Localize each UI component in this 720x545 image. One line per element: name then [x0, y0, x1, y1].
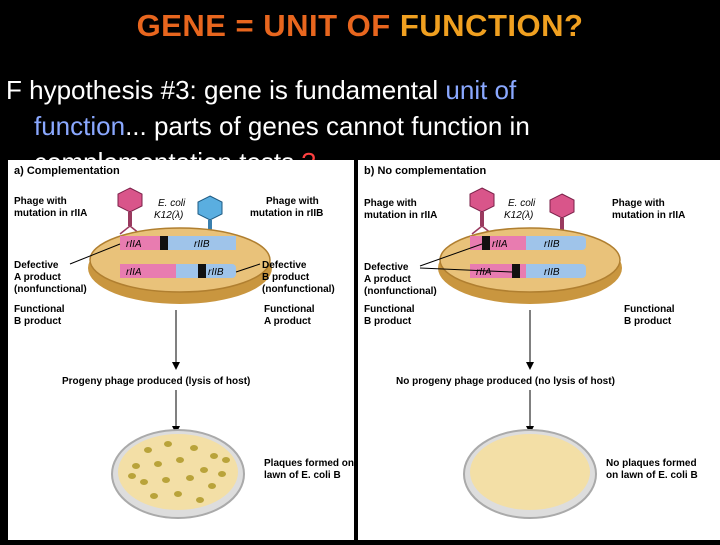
panel-a-result: Progeny phage produced (lysis of host): [62, 376, 250, 387]
plaques-label-1: Plaques formed on: [264, 458, 354, 469]
no-plaques-label-1: No plaques formed: [606, 458, 697, 469]
plaque: [144, 447, 152, 453]
functional-b-right-label-2: B product: [624, 316, 672, 327]
functional-a-label-1: Functional: [264, 304, 315, 315]
chromosome-rIIB-mutant: rIIA rIIB: [120, 264, 236, 278]
defective-b-label-3: (nonfunctional): [262, 284, 335, 295]
plaque: [162, 477, 170, 483]
bullet-line1-b: unit of: [445, 75, 517, 105]
gene-riia-label-2: rIIA: [476, 267, 492, 278]
gene-riib-label-1: rIIB: [544, 239, 560, 250]
arrow-down-icon: [526, 310, 534, 370]
petri-dish-empty: [463, 429, 597, 519]
gene-riia-label-1: rIIA: [126, 239, 142, 250]
defective-a-label-2: A product: [364, 274, 412, 285]
complementation-figure: a) Complementation Phage with mutation i…: [8, 160, 720, 540]
arrow-down-icon: [172, 310, 180, 370]
no-plaques-label-2: on lawn of E. coli B: [606, 470, 698, 481]
bullet-line2-a: function: [34, 111, 126, 141]
phage-right-label-2: mutation in rIIA: [612, 210, 685, 221]
plaque: [150, 493, 158, 499]
ecoli-label-1: E. coli: [508, 198, 536, 209]
phage-right-label-1: Phage with: [612, 198, 665, 209]
plaque: [154, 461, 162, 467]
arrow-down-icon: [526, 390, 534, 434]
plaque: [128, 473, 136, 479]
defective-a-label-1: Defective: [364, 262, 409, 273]
chromosome-rIIA-mutant: rIIA rIIB: [120, 236, 236, 250]
gene-riia-label-1: rIIA: [492, 239, 508, 250]
plaques-label-2: lawn of E. coli B: [264, 470, 341, 481]
functional-b-label-1: Functional: [364, 304, 415, 315]
panel-a-diagram: a) Complementation Phage with mutation i…: [14, 165, 354, 519]
phage-left-label-1: Phage with: [364, 198, 417, 209]
phage-left-label-1: Phage with: [14, 196, 67, 207]
arrow-down-icon: [172, 390, 180, 434]
defective-b-label-1: Defective: [262, 260, 307, 271]
plaque: [222, 457, 230, 463]
functional-b-label-2: B product: [364, 316, 412, 327]
gene-riib-label-2: rIIB: [208, 267, 224, 278]
petri-dish-with-plaques: [111, 429, 245, 519]
defective-a-label-2: A product: [14, 272, 62, 283]
plaque: [132, 463, 140, 469]
plaque: [200, 467, 208, 473]
panel-complementation: a) Complementation Phage with mutation i…: [8, 160, 354, 540]
plaque: [210, 453, 218, 459]
gene-riib-label-1: rIIB: [194, 239, 210, 250]
defective-a-label-3: (nonfunctional): [14, 284, 87, 295]
defective-a-label-1: Defective: [14, 260, 59, 271]
phage-left-label-2: mutation in rIIA: [364, 210, 437, 221]
plaque: [190, 445, 198, 451]
plaque: [140, 479, 148, 485]
chromosome-rIIA-mutant: rIIA rIIB: [470, 236, 586, 250]
phage-right-label-1: Phage with: [266, 196, 319, 207]
bullet-line2-b: ... parts of genes cannot function in: [125, 111, 530, 141]
phage-right-label-2: mutation in rIIB: [250, 208, 323, 219]
defective-b-label-2: B product: [262, 272, 310, 283]
ecoli-label-2: K12(λ): [154, 210, 183, 221]
defective-a-label-3: (nonfunctional): [364, 286, 437, 297]
phage-pink-icon: [469, 187, 495, 235]
slide-title: GENE = UNIT OF FUNCTION?: [0, 8, 720, 44]
functional-b-label-1: Functional: [14, 304, 65, 315]
plaque: [196, 497, 204, 503]
functional-b-label-2: B product: [14, 316, 62, 327]
panel-b-diagram: b) No complementation Phage with mutatio…: [364, 165, 698, 519]
panel-no-complementation: b) No complementation Phage with mutatio…: [358, 160, 720, 540]
ecoli-label-1: E. coli: [158, 198, 186, 209]
plaque: [176, 457, 184, 463]
plaque: [208, 483, 216, 489]
phage-left-label-2: mutation in rIIA: [14, 208, 87, 219]
bullet-line1-a: hypothesis #3: gene is fundamental: [21, 75, 446, 105]
plaque: [186, 475, 194, 481]
functional-a-label-2: A product: [264, 316, 312, 327]
title-highlight: FUNCTION?: [399, 8, 584, 43]
plaque: [218, 471, 226, 477]
plaque: [164, 441, 172, 447]
bullet-marker: F: [6, 75, 22, 105]
ecoli-label-2: K12(λ): [504, 210, 533, 221]
phage-pink-icon: [117, 187, 143, 235]
panel-a-heading: a) Complementation: [14, 165, 120, 177]
gene-riia-label-2: rIIA: [126, 267, 142, 278]
panel-b-heading: b) No complementation: [364, 165, 487, 177]
functional-b-right-label-1: Functional: [624, 304, 675, 315]
plaque: [174, 491, 182, 497]
gene-riib-label-2: rIIB: [544, 267, 560, 278]
panel-b-result: No progeny phage produced (no lysis of h…: [396, 376, 615, 387]
title-text: GENE = UNIT OF: [136, 8, 400, 43]
